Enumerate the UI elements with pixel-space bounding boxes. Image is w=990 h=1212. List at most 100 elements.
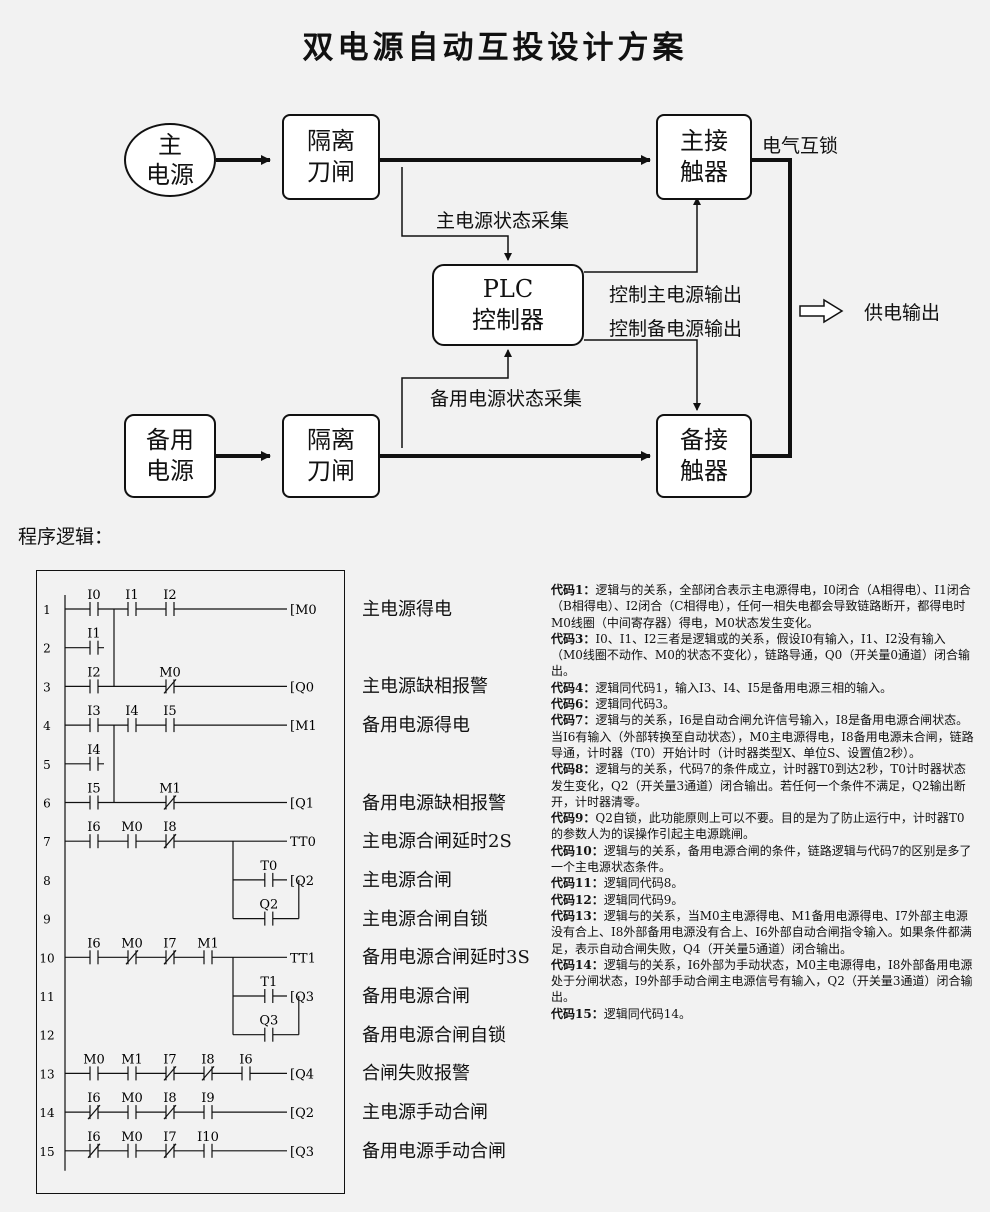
contact-label: I2 bbox=[87, 665, 100, 680]
contact-label: I8 bbox=[163, 1091, 176, 1106]
note-paragraph: 代码4：逻辑同代码1，输入I3、I4、I5是备用电源三相的输入。 bbox=[551, 680, 976, 696]
rung-number: 10 bbox=[39, 951, 54, 965]
main-source-node: 主 电源 bbox=[124, 123, 216, 197]
rung-number: 9 bbox=[43, 913, 51, 927]
section-label: 程序逻辑： bbox=[18, 526, 114, 548]
contact-label: I6 bbox=[87, 936, 100, 951]
note-paragraph: 代码12：逻辑同代码9。 bbox=[551, 892, 976, 908]
nc-contact-slash bbox=[201, 1066, 215, 1081]
note-text: 逻辑同代码1，输入I3、I4、I5是备用电源三相的输入。 bbox=[595, 680, 893, 695]
block-diagram-lines bbox=[216, 155, 844, 461]
backup-state-label: 备用电源状态采集 bbox=[430, 388, 583, 410]
note-text: 逻辑与的关系，代码7的条件成立，计时器T0到达2秒，T0计时器状态发生变化，Q2… bbox=[551, 762, 966, 809]
rung-number: 11 bbox=[39, 990, 54, 1004]
note-text: 逻辑与的关系，当M0主电源得电、M1备用电源得电、I7外部主电源没有合上、I8外… bbox=[551, 908, 972, 956]
note-paragraph: 代码6：逻辑同代码3。 bbox=[551, 696, 976, 712]
rung-number: 13 bbox=[39, 1067, 54, 1081]
contact-label: I6 bbox=[87, 1091, 100, 1106]
note-paragraph: 代码10：逻辑与的关系，备用电源合闸的条件，链路逻辑与代码7的区别是多了一个主电… bbox=[551, 843, 976, 876]
contact-label: T0 bbox=[260, 859, 277, 874]
contact-gap bbox=[90, 640, 98, 655]
contact-label: I8 bbox=[163, 820, 176, 835]
note-paragraph: 代码7：逻辑与的关系，I6是自动合闸允许信号输入，I8是备用电源合闸状态。当I6… bbox=[551, 712, 976, 761]
isolator-bottom-line2: 刀闸 bbox=[307, 457, 355, 485]
main-contactor-node: 主接 触器 bbox=[656, 114, 752, 200]
contact-gap bbox=[90, 679, 98, 694]
page-title: 双电源自动互投设计方案 bbox=[302, 30, 688, 66]
nc-contact-slash bbox=[163, 833, 177, 849]
rung-name: 备用电源得电 bbox=[362, 715, 470, 737]
contact-gap bbox=[264, 872, 273, 887]
rung-number: 15 bbox=[39, 1145, 54, 1159]
contact-label: Q3 bbox=[259, 1014, 278, 1029]
note-heading: 代码1： bbox=[551, 583, 596, 597]
isolator-top-node: 隔离 刀闸 bbox=[282, 114, 380, 200]
contact-gap bbox=[264, 989, 273, 1003]
rung-name: 备用电源合闸自锁 bbox=[362, 1024, 506, 1046]
note-paragraph: 代码3：I0、I1、I2三者是逻辑或的关系，假设I0有输入，I1、I2没有输入（… bbox=[551, 631, 976, 680]
note-text: 逻辑与的关系，全部闭合表示主电源得电，I0闭合（A相得电）、I1闭合（B相得电）… bbox=[551, 583, 971, 630]
plc-line1: PLC bbox=[482, 275, 534, 303]
note-text: Q2自锁，此功能原则上可以不要。目的是为了防止运行中，计时器T0的参数人为的误操… bbox=[551, 811, 965, 842]
note-paragraph: 代码14：逻辑与的关系，I6外部为手动状态，M0主电源得电，I8外部备用电源处于… bbox=[551, 957, 976, 1006]
note-paragraph: 代码1：逻辑与的关系，全部闭合表示主电源得电，I0闭合（A相得电）、I1闭合（B… bbox=[551, 582, 976, 631]
output-coil-label: TT0 bbox=[290, 835, 316, 850]
output-coil-label: [Q2 bbox=[290, 874, 314, 889]
contact-label: M0 bbox=[159, 665, 181, 680]
rung-number: 3 bbox=[43, 680, 51, 694]
note-heading: 代码7： bbox=[551, 713, 596, 728]
rung-number: 2 bbox=[43, 642, 51, 656]
rung-name: 备用电源缺相报警 bbox=[362, 792, 506, 814]
rung-number: 5 bbox=[43, 758, 51, 772]
contact-label: I1 bbox=[87, 627, 100, 642]
contact-gap bbox=[128, 1143, 136, 1158]
note-paragraph: 代码15：逻辑同代码14。 bbox=[551, 1006, 976, 1022]
contact-label: M0 bbox=[121, 936, 143, 951]
main-state-label: 主电源状态采集 bbox=[436, 210, 570, 232]
plc-line2: 控制器 bbox=[472, 306, 544, 334]
nc-contact-slash bbox=[163, 679, 177, 694]
rung-number: 12 bbox=[39, 1029, 54, 1043]
contact-gap bbox=[128, 718, 136, 733]
rung-number: 7 bbox=[43, 835, 51, 849]
note-text: 逻辑同代码3。 bbox=[595, 697, 675, 712]
isolator-top-line1: 隔离 bbox=[307, 127, 355, 155]
contact-label: I4 bbox=[125, 704, 138, 719]
note-heading: 代码10： bbox=[551, 843, 604, 858]
contact-gap bbox=[90, 1066, 98, 1081]
note-text: 逻辑与的关系，I6外部为手动状态，M0主电源得电，I8外部备用电源处于分闸状态，… bbox=[551, 957, 973, 1005]
output-coil-label: [Q3 bbox=[290, 1145, 314, 1160]
note-text: I0、I1、I2三者是逻辑或的关系，假设I0有输入，I1、I2没有输入（M0线圈… bbox=[551, 631, 970, 679]
nc-contact-slash bbox=[163, 1104, 177, 1120]
rung-number: 6 bbox=[43, 797, 51, 811]
isolator-bottom-node: 隔离 刀闸 bbox=[282, 414, 380, 498]
rung-name: 备用电源手动合闸 bbox=[362, 1140, 506, 1162]
note-text: 逻辑与的关系，I6是自动合闸允许信号输入，I8是备用电源合闸状态。当I6有输入（… bbox=[551, 713, 974, 760]
rung-name: 主电源合闸自锁 bbox=[362, 908, 488, 930]
main-source-line1: 主 bbox=[158, 131, 182, 159]
backup-source-line1: 备用 bbox=[146, 426, 194, 454]
ctrl-main-label: 控制主电源输出 bbox=[609, 284, 743, 306]
note-text: 逻辑同代码9。 bbox=[603, 892, 684, 907]
isolator-top-line2: 刀闸 bbox=[307, 158, 355, 186]
backup-source-line2: 电源 bbox=[146, 457, 194, 485]
contact-label: Q2 bbox=[259, 898, 278, 913]
note-heading: 代码8： bbox=[551, 762, 596, 777]
backup-contactor-line1: 备接 bbox=[680, 426, 728, 454]
contact-gap bbox=[90, 795, 98, 810]
contact-label: I8 bbox=[201, 1052, 214, 1067]
contact-label: I1 bbox=[125, 588, 138, 603]
output-coil-label: [Q1 bbox=[290, 797, 314, 812]
contact-label: I9 bbox=[201, 1091, 214, 1106]
nc-contact-slash bbox=[125, 949, 139, 965]
contact-gap bbox=[128, 1066, 136, 1081]
contact-gap bbox=[264, 1027, 273, 1042]
rung-number: 8 bbox=[43, 874, 51, 888]
contact-gap bbox=[204, 1143, 212, 1158]
contact-label: I0 bbox=[87, 588, 100, 603]
output-coil-label: [Q4 bbox=[290, 1067, 314, 1082]
rung-name: 主电源得电 bbox=[362, 599, 452, 620]
contact-label: M0 bbox=[83, 1052, 105, 1067]
